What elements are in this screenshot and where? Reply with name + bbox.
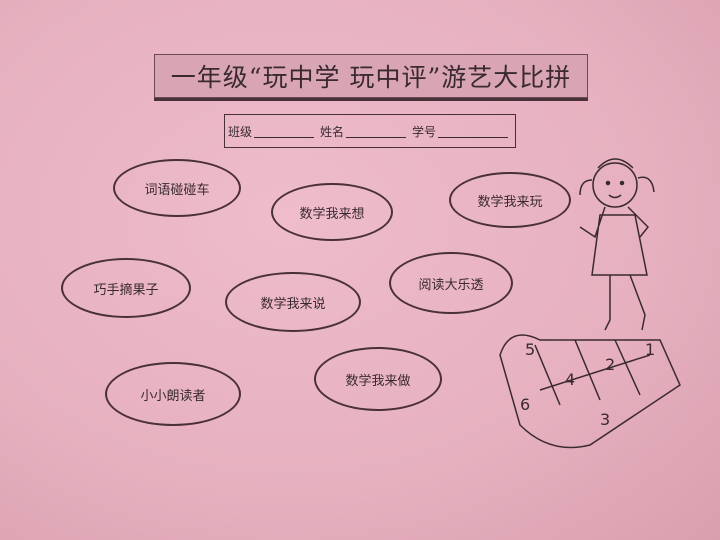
hopscotch-number: 5	[525, 340, 535, 359]
class-label: 班级	[227, 124, 252, 139]
hopscotch-number: 6	[520, 395, 530, 414]
activity-oval: 小小朗读者	[105, 362, 241, 426]
activity-oval: 数学我来做	[314, 347, 442, 411]
class-field[interactable]	[253, 125, 314, 138]
name-label: 姓名	[319, 124, 344, 139]
girl-illustration	[579, 158, 655, 331]
name-field[interactable]	[346, 125, 406, 138]
activity-oval: 数学我来想	[271, 183, 393, 241]
hopscotch-number: 1	[645, 340, 655, 359]
page-title: 一年级“玩中学 玩中评”游艺大比拼	[154, 54, 588, 98]
hopscotch-illustration: 5 6 4 2 1 3	[499, 334, 681, 449]
hopscotch-number: 4	[565, 370, 575, 389]
student-info-box: 班级 姓名 学号	[224, 114, 516, 148]
id-label: 学号	[412, 124, 437, 139]
activity-oval: 巧手摘果子	[61, 258, 191, 318]
hopscotch-number: 2	[605, 355, 615, 374]
id-field[interactable]	[438, 125, 509, 138]
hopscotch-number: 3	[600, 410, 610, 429]
activity-oval: 数学我来说	[225, 272, 361, 332]
activity-oval: 数学我来玩	[449, 172, 571, 228]
activity-oval: 词语碰碰车	[113, 159, 241, 217]
activity-oval: 阅读大乐透	[389, 252, 513, 314]
